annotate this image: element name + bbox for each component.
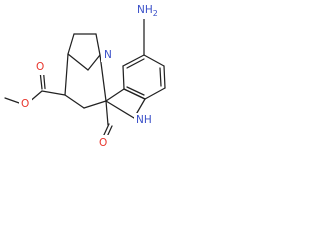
ester-single-oxygen-label: O bbox=[21, 98, 29, 110]
lactam-oxygen-label: O bbox=[99, 137, 107, 149]
molecule-diagram: NH2 N NH O O O bbox=[4, 2, 173, 150]
bond bbox=[102, 123, 110, 138]
bond bbox=[163, 65, 166, 89]
bond bbox=[64, 94, 85, 109]
bond bbox=[67, 33, 75, 55]
atom-labels: NH2 N NH O O O bbox=[19, 2, 173, 150]
ring-nitrogen-label: N bbox=[104, 49, 112, 61]
bond bbox=[41, 90, 66, 96]
ester-carbonyl-oxygen-label: O bbox=[36, 61, 44, 73]
bond bbox=[159, 67, 162, 87]
bond bbox=[122, 54, 145, 67]
bond bbox=[144, 87, 166, 100]
bond bbox=[105, 88, 125, 102]
bond bbox=[126, 58, 145, 69]
bond bbox=[83, 100, 107, 109]
bond bbox=[99, 54, 107, 102]
bond-lines bbox=[4, 18, 166, 140]
bond bbox=[95, 33, 101, 56]
bond bbox=[126, 86, 145, 96]
bond bbox=[105, 100, 135, 119]
bond bbox=[87, 54, 101, 71]
amine-label: NH2 bbox=[137, 4, 158, 18]
bond bbox=[105, 100, 109, 126]
bond bbox=[143, 54, 165, 67]
bond bbox=[67, 53, 89, 71]
bond bbox=[122, 65, 125, 90]
bond bbox=[64, 53, 69, 96]
bond bbox=[123, 88, 146, 100]
lactam-nh-label: NH bbox=[136, 114, 152, 126]
